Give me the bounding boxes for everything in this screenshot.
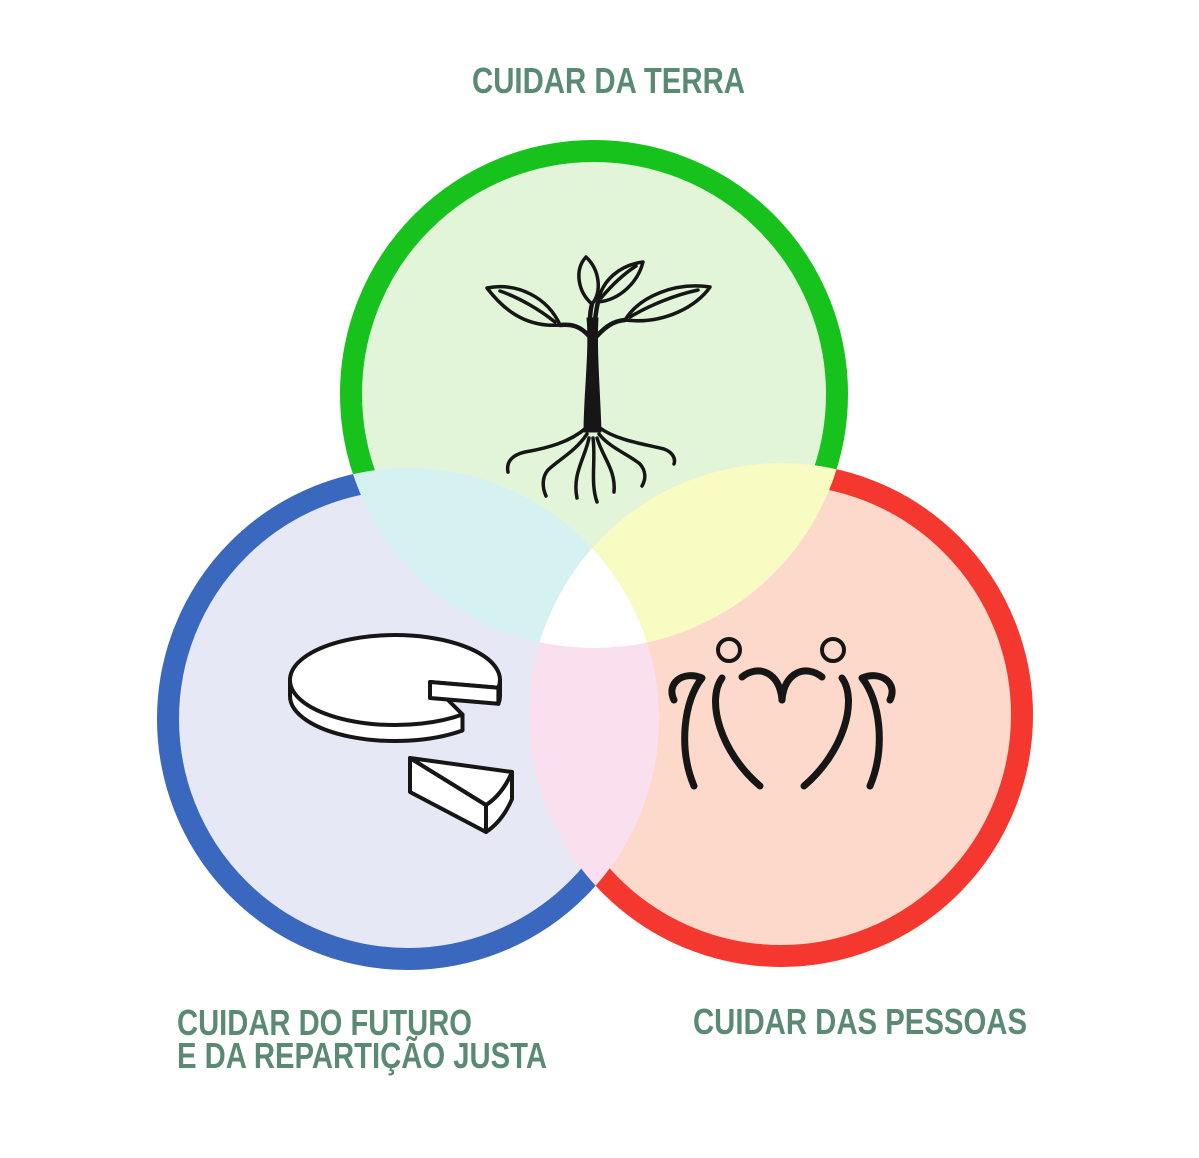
person-body [712, 674, 764, 790]
tree-root [595, 436, 616, 494]
pie-top [287, 633, 502, 728]
earth-circle-outline [340, 140, 848, 648]
circle-outlines [157, 140, 1033, 970]
pie-slice-top [408, 756, 514, 807]
earth-future-overlap [340, 468, 659, 648]
tree-leaf [623, 284, 712, 323]
people-circle-outline [529, 463, 1033, 967]
person-arm [778, 667, 826, 704]
tree-branch [557, 322, 592, 339]
tree-root [541, 432, 589, 498]
pie-cut-face [428, 680, 501, 706]
pie-and-slice-icon [287, 633, 514, 834]
earth-care-label: CUIDAR DA TERRA [472, 60, 745, 101]
tree-branch [594, 317, 628, 339]
person-body [800, 674, 852, 790]
tree-leaf [577, 255, 600, 306]
people-group-icon [668, 637, 896, 790]
future-care-label-line1: CUIDAR DO FUTURO [177, 1002, 472, 1043]
person-body [668, 672, 706, 790]
person-head [820, 637, 846, 663]
tree-branch [592, 299, 601, 323]
tree-root [505, 426, 588, 474]
tree-branch [587, 301, 595, 323]
tree-leaf [596, 260, 645, 304]
tree-root [598, 426, 677, 466]
tree-leaf [485, 285, 562, 327]
person-body [858, 672, 896, 790]
tree-root [591, 436, 599, 504]
people-care-label: CUIDAR DAS PESSOAS [693, 1001, 1027, 1042]
tree-trunk [583, 317, 602, 433]
tree-leaf-vein [628, 288, 700, 319]
tree-leaf-vein [498, 289, 557, 324]
tree-leaf-vein [599, 264, 638, 300]
future-care-label-line2: E DA REPARTIÇÃO JUSTA [177, 1034, 547, 1076]
person-head [716, 637, 742, 663]
future-circle-outline [157, 468, 659, 970]
earth-people-overlap [529, 463, 848, 648]
tree-root [574, 436, 591, 500]
tree-root [597, 432, 647, 488]
tree-with-roots-icon [485, 255, 712, 504]
